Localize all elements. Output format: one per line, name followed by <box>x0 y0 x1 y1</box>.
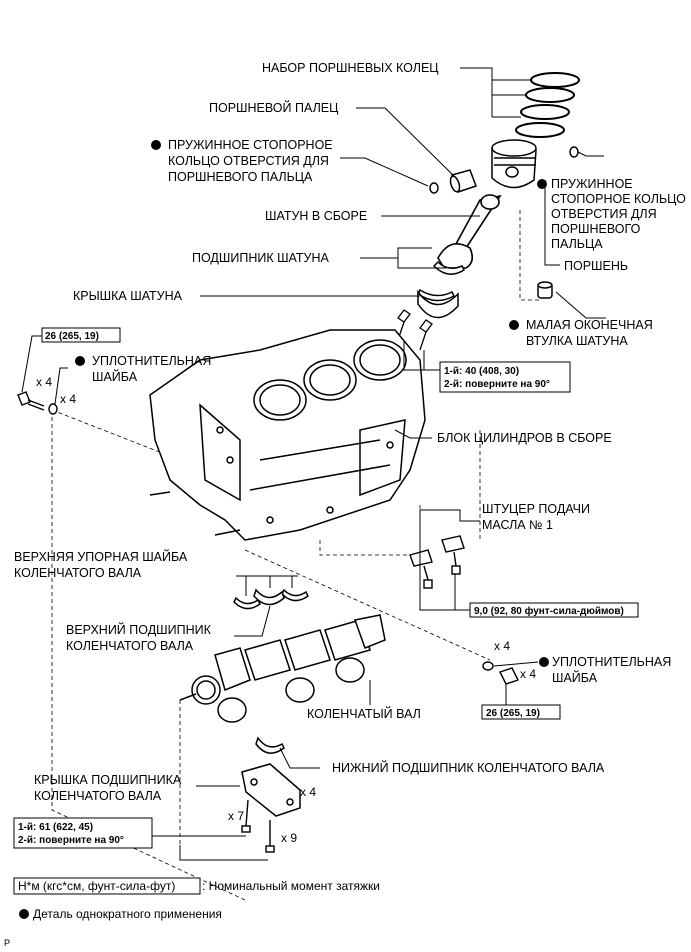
torque-box-main-cap <box>13 817 153 849</box>
piston-part <box>491 139 537 189</box>
conrod-bearing-part <box>417 260 465 302</box>
label-piston-pin: ПОРШНЕВОЙ ПАЛЕЦ <box>209 100 339 115</box>
conrod-bolts-part <box>397 309 433 351</box>
lower-main-bearing-part <box>255 736 285 754</box>
label-main-cap-line2: КОЛЕНЧАТОГО ВАЛА <box>34 789 162 803</box>
footer-code: P <box>4 938 10 948</box>
label-snap-ring-right-line3: ОТВЕРСТИЯ ДЛЯ <box>551 207 657 221</box>
non-reusable-mark-gasket-bottom <box>539 657 549 667</box>
qty-bolt-x9: x 9 <box>281 831 297 845</box>
legend-torque-desc: : Номинальный момент затяжки <box>202 879 380 893</box>
label-upper-thrust-line2: КОЛЕНЧАТОГО ВАЛА <box>14 566 142 580</box>
label-gasket-bottom-line2: ШАЙБА <box>552 670 598 685</box>
label-snap-ring-right-line1: ПРУЖИННОЕ <box>551 177 633 191</box>
qty-bolt-top: x 4 <box>36 375 52 389</box>
label-oil-nozzle-line2: МАСЛА № 1 <box>482 518 553 532</box>
non-reusable-mark-bush <box>509 320 519 330</box>
torque-conrod-step2: 2-й: поверните на 90° <box>444 379 550 390</box>
snap-ring-left-part <box>429 182 439 194</box>
crankshaft-part <box>179 614 386 723</box>
label-lower-bearing: НИЖНИЙ ПОДШИПНИК КОЛЕНЧАТОГО ВАЛА <box>332 760 605 775</box>
torque-main-step2: 2-й: поверните на 90° <box>18 835 124 846</box>
qty-gasket-bottom: x 4 <box>494 639 510 653</box>
main-bearing-cap-part <box>241 763 301 817</box>
label-conrod-assy: ШАТУН В СБОРЕ <box>265 209 367 223</box>
label-piston: ПОРШЕНЬ <box>564 259 628 273</box>
label-cylinder-block: БЛОК ЦИЛИНДРОВ В СБОРЕ <box>437 431 612 445</box>
label-upper-bearing-line1: ВЕРХНИЙ ПОДШИПНИК <box>66 622 212 637</box>
qty-main-cap: x 4 <box>300 785 316 799</box>
label-snap-ring-right-line5: ПАЛЬЦА <box>551 237 603 251</box>
label-small-end-bush-line1: МАЛАЯ ОКОНЕЧНАЯ <box>526 318 653 332</box>
small-end-bush-part <box>537 281 553 299</box>
label-snap-ring-left-line2: КОЛЬЦО ОТВЕРСТИЯ ДЛЯ <box>168 154 329 168</box>
label-conrod-cap: КРЫШКА ШАТУНА <box>73 289 183 303</box>
non-reusable-mark-gasket-top <box>75 356 85 366</box>
snap-ring-right-part <box>569 146 579 158</box>
qty-plug-bottom: x 4 <box>520 667 536 681</box>
torque-conrod-step1: 1-й: 40 (408, 30) <box>444 366 519 377</box>
top-plug-bolt-part <box>17 391 45 411</box>
oil-nozzle-part <box>409 535 465 589</box>
torque-box-bottom-plug <box>481 704 561 720</box>
label-gasket-top-line2: ШАЙБА <box>92 369 138 384</box>
cylinder-block-part <box>149 329 426 541</box>
label-main-cap-line1: КРЫШКА ПОДШИПНИКА <box>34 773 182 787</box>
label-snap-ring-right-line4: ПОРШНЕВОГО <box>551 222 641 236</box>
label-upper-thrust-line1: ВЕРХНЯЯ УПОРНАЯ ШАЙБА <box>14 549 188 564</box>
non-reusable-mark-snap-ring-left <box>151 140 161 150</box>
qty-bolt-x7: x 7 <box>228 809 244 823</box>
bottom-plug-part <box>499 667 519 685</box>
legend-non-reusable-mark <box>19 909 29 919</box>
torque-box-top-plug <box>41 327 121 343</box>
label-small-end-bush-line2: ВТУЛКА ШАТУНА <box>526 334 628 348</box>
thrust-washers-part <box>233 588 309 610</box>
legend-non-reusable: Деталь однократного применения <box>33 907 222 921</box>
label-oil-nozzle-line1: ШТУЦЕР ПОДАЧИ <box>482 502 590 516</box>
legend-torque-unit: Н*м (кгс*см, фунт-сила-фут) <box>18 879 175 893</box>
main-cap-bolts-part <box>241 799 275 853</box>
torque-box-conrod <box>439 361 571 393</box>
conrod-cap-part <box>417 289 459 319</box>
piston-rings-part <box>515 72 580 138</box>
label-crankshaft: КОЛЕНЧАТЫЙ ВАЛ <box>307 706 421 721</box>
torque-main-step1: 1-й: 61 (622, 45) <box>18 822 93 833</box>
upper-main-bearing-part <box>253 588 285 606</box>
label-gasket-bottom-line1: УПЛОТНИТЕЛЬНАЯ <box>552 655 671 669</box>
label-upper-bearing-line2: КОЛЕНЧАТОГО ВАЛА <box>66 639 194 653</box>
label-snap-ring-left-line3: ПОРШНЕВОГО ПАЛЬЦА <box>168 170 313 184</box>
torque-oil-nozzle: 9,0 (92, 80 фунт-сила-дюймов) <box>474 605 624 617</box>
piston-pin-part <box>449 169 477 193</box>
torque-box-oil-nozzle <box>469 602 639 618</box>
conrod-part <box>437 194 502 269</box>
qty-gasket-top: x 4 <box>60 392 76 406</box>
leader-lines <box>21 67 606 861</box>
top-gasket-part <box>48 403 58 415</box>
label-piston-rings: НАБОР ПОРШНЕВЫХ КОЛЕЦ <box>262 61 439 75</box>
label-conrod-bearing: ПОДШИПНИК ШАТУНА <box>192 251 330 265</box>
bottom-gasket-part <box>482 661 494 671</box>
label-snap-ring-right-line2: СТОПОРНОЕ КОЛЬЦО <box>551 192 686 206</box>
torque-bottom-plug: 26 (265, 19) <box>486 708 540 719</box>
torque-top-plug: 26 (265, 19) <box>45 331 99 342</box>
label-gasket-top-line1: УПЛОТНИТЕЛЬНАЯ <box>92 354 211 368</box>
legend-torque-box <box>13 877 201 895</box>
non-reusable-mark-snap-ring-right <box>537 179 547 189</box>
label-snap-ring-left-line1: ПРУЖИННОЕ СТОПОРНОЕ <box>168 138 333 152</box>
